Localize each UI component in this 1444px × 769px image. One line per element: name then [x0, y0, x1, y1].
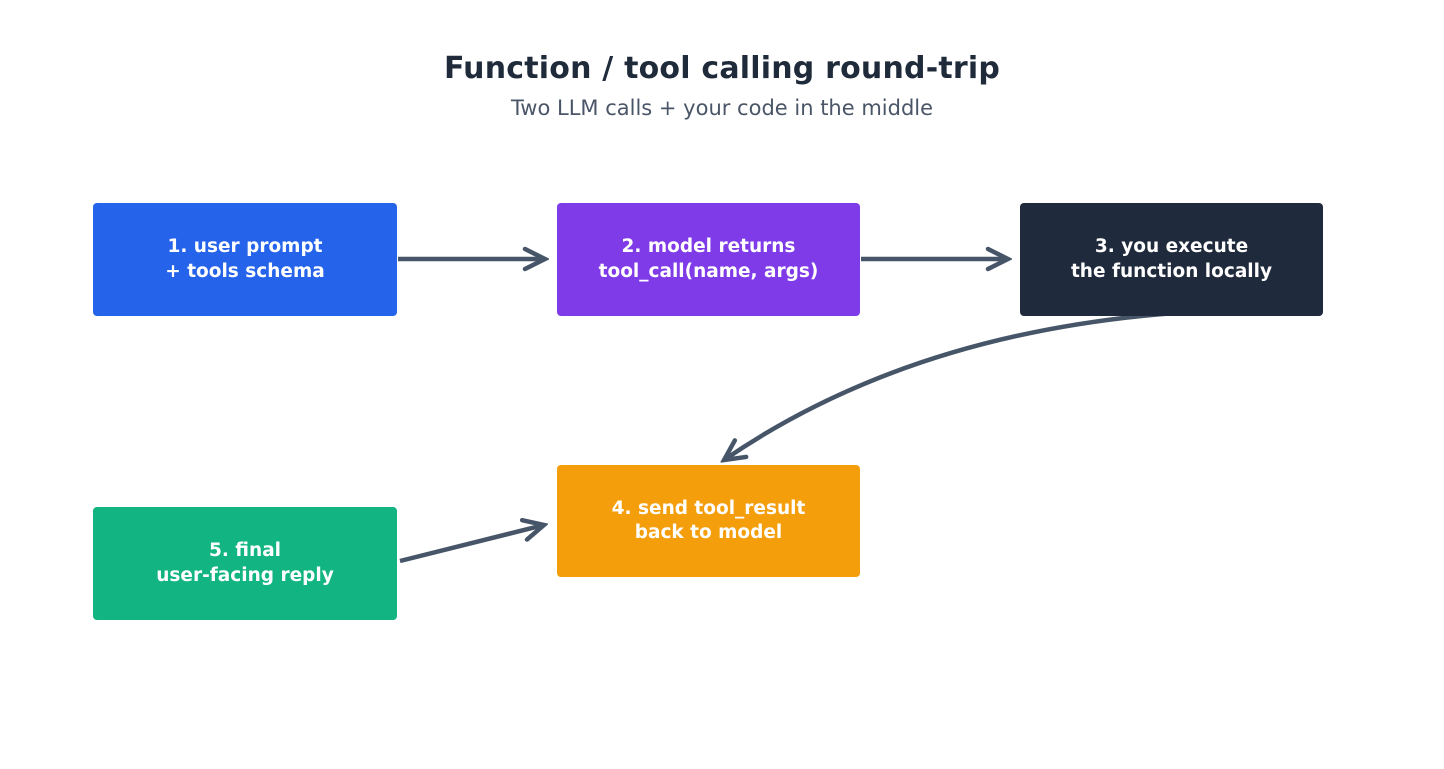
node-send-tool-result-line1: 4. send tool_result: [611, 497, 806, 519]
node-final-reply: 5. final user-facing reply: [93, 507, 397, 620]
node-send-tool-result: 4. send tool_result back to model: [557, 465, 860, 577]
node-user-prompt-line1: 1. user prompt: [167, 236, 323, 258]
node-send-tool-result-line2: back to model: [634, 522, 783, 543]
page-title: Function / tool calling round-trip: [443, 51, 1001, 86]
node-user-prompt-line2: + tools schema: [165, 260, 325, 282]
node-execute-function: 3. you execute the function locally: [1020, 203, 1323, 316]
node-model-tool-call: 2. model returns tool_call(name, args): [557, 203, 860, 316]
node-user-prompt: 1. user prompt + tools schema: [93, 203, 397, 316]
node-execute-function-line2: the function locally: [1070, 260, 1273, 282]
page-subtitle: Two LLM calls + your code in the middle: [510, 96, 934, 120]
arrow-reply-to-toolresult: [399, 525, 544, 564]
node-model-tool-call-line2: tool_call(name, args): [598, 260, 819, 282]
node-execute-function-line1: 3. you execute: [1094, 236, 1249, 258]
node-model-tool-call-line1: 2. model returns: [621, 236, 796, 258]
arrow-execute-to-toolresult-curved: [724, 310, 1176, 460]
node-final-reply-line2: user-facing reply: [156, 564, 334, 586]
node-final-reply-line1: 5. final: [208, 540, 282, 562]
